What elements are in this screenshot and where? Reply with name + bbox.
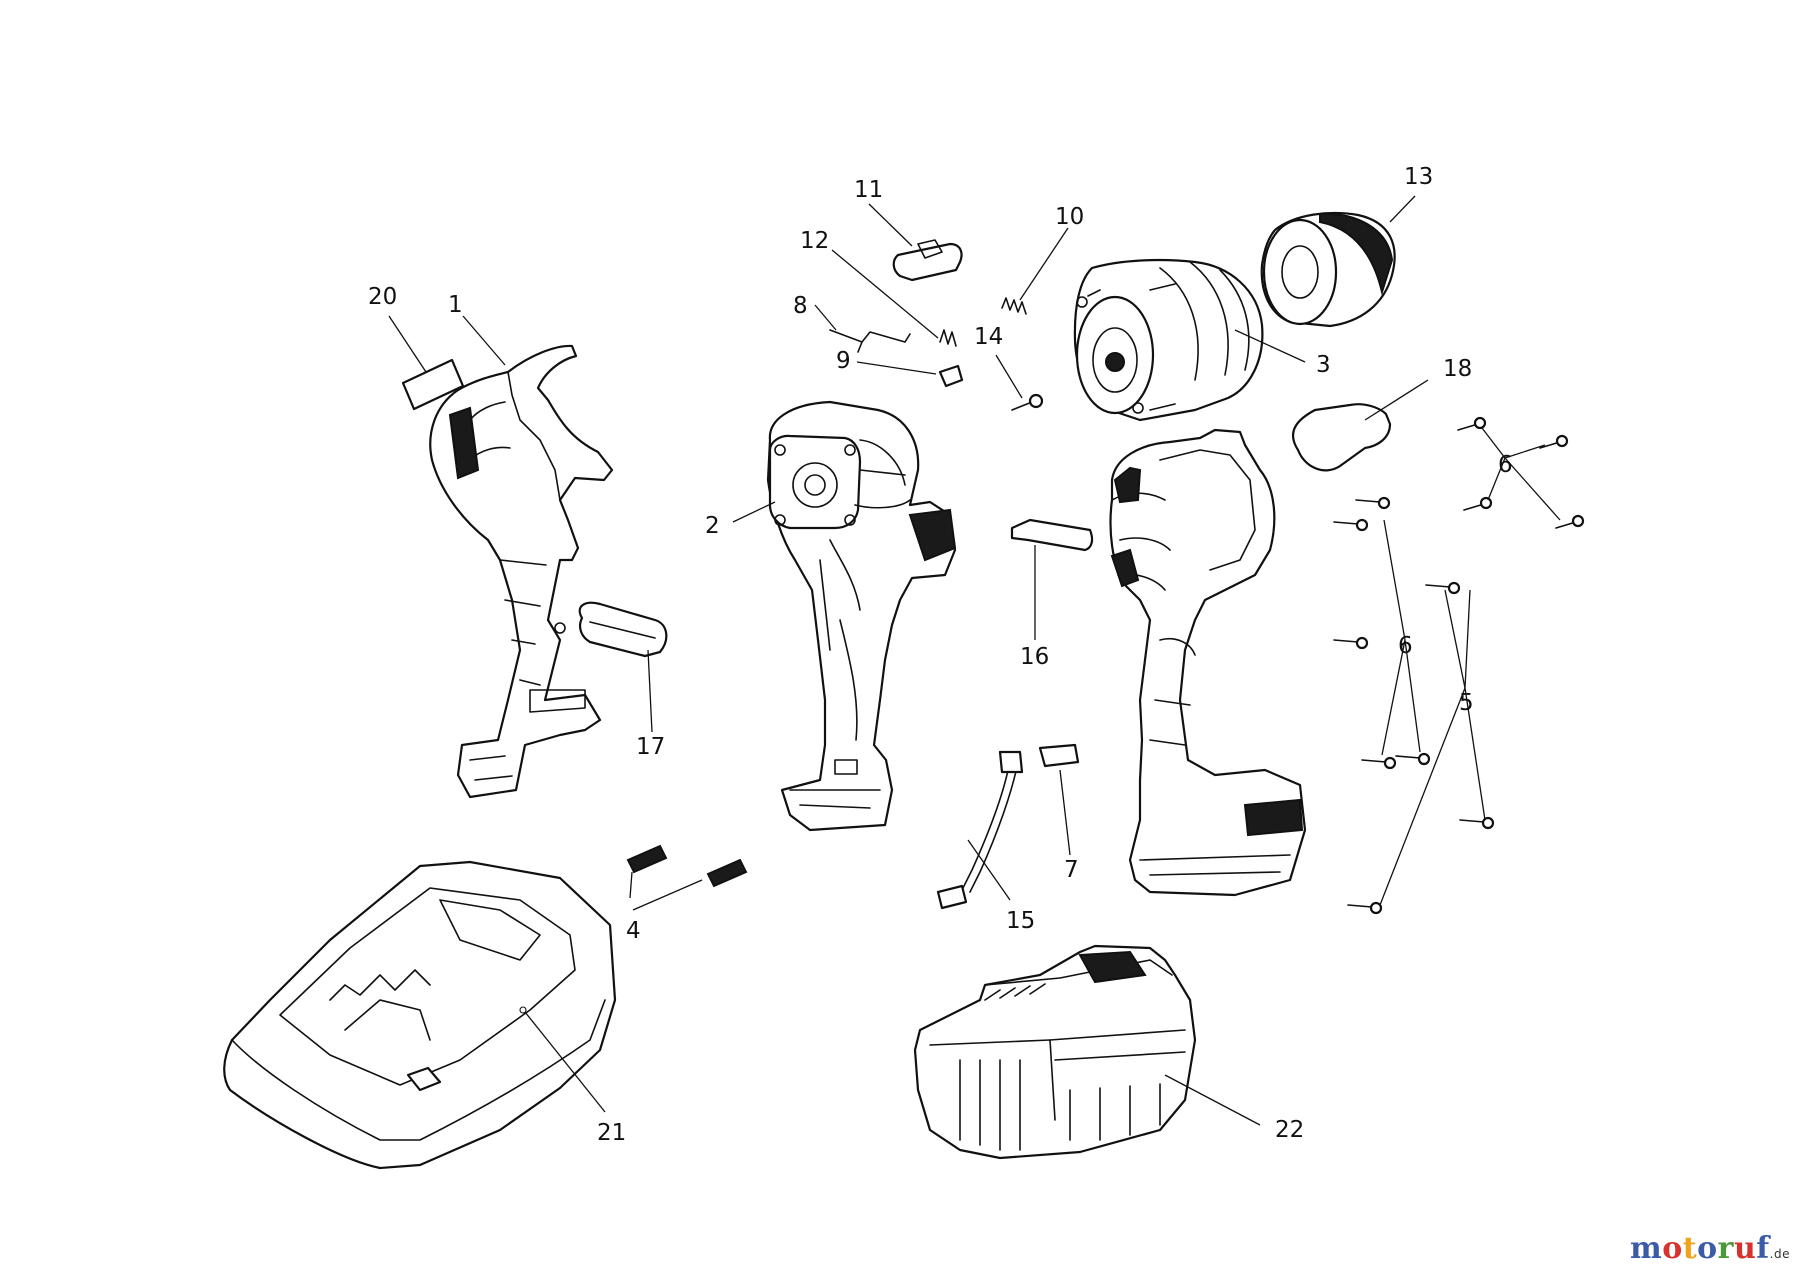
callout-14: 14	[974, 324, 1003, 350]
part-15-wire-harness	[936, 750, 1024, 910]
part-12-spring	[939, 329, 957, 347]
callout-6-upper: 6	[1498, 452, 1513, 478]
callout-22: 22	[1275, 1117, 1304, 1143]
watermark-letter: u	[1733, 1231, 1757, 1266]
motoruf-watermark-logo: motoruf.de	[1630, 1231, 1790, 1266]
part-housing-right	[1109, 428, 1307, 897]
callout-13: 13	[1404, 164, 1433, 190]
callout-18: 18	[1443, 356, 1472, 382]
part-18-label	[1291, 403, 1392, 472]
part-13-chuck	[1260, 211, 1396, 328]
watermark-letter: t	[1682, 1231, 1698, 1266]
callout-9: 9	[836, 348, 851, 374]
callout-11: 11	[854, 177, 883, 203]
part-4-pins	[626, 844, 748, 888]
part-2-motor-assembly	[766, 400, 957, 832]
leader-lines	[388, 195, 1561, 1126]
callout-20: 20	[368, 284, 397, 310]
part-8-wire-spring	[829, 329, 911, 353]
part-14-screw	[1011, 393, 1044, 411]
callout-5: 5	[1459, 690, 1474, 716]
watermark-letter: o	[1662, 1231, 1683, 1266]
part-16-contact	[1010, 518, 1094, 552]
part-21-charger	[223, 860, 617, 1170]
watermark-suffix: .de	[1769, 1247, 1790, 1261]
callout-2: 2	[705, 513, 720, 539]
callout-17: 17	[636, 734, 665, 760]
callout-labels: 1 2 3 4 5 6 6 7 8 9 10 11 12 13 14 15 16…	[368, 164, 1513, 1146]
part-17-switch-cover	[578, 601, 668, 658]
watermark-letter: f	[1756, 1231, 1770, 1266]
callout-10: 10	[1055, 204, 1084, 230]
screws-group	[1333, 416, 1585, 915]
part-3-gearbox	[1073, 258, 1264, 422]
callout-16: 16	[1020, 644, 1049, 670]
callout-3: 3	[1316, 352, 1331, 378]
part-10-spring	[1001, 297, 1027, 315]
part-1-housing-left	[429, 344, 614, 799]
callout-4: 4	[626, 918, 641, 944]
callout-8: 8	[793, 293, 808, 319]
callout-7: 7	[1064, 857, 1079, 883]
callout-1: 1	[448, 292, 463, 318]
callout-6-lower: 6	[1398, 633, 1413, 659]
callout-12: 12	[800, 228, 829, 254]
part-7-terminal	[1038, 743, 1080, 768]
callout-15: 15	[1006, 908, 1035, 934]
watermark-letter: o	[1697, 1231, 1718, 1266]
watermark-brand-text: motoruf	[1630, 1231, 1770, 1266]
part-11-direction-slider	[892, 239, 963, 282]
part-22-battery	[913, 944, 1197, 1160]
part-9-latch	[938, 364, 964, 388]
watermark-letter: m	[1630, 1231, 1663, 1266]
watermark-letter: r	[1717, 1231, 1734, 1266]
callout-21: 21	[597, 1120, 626, 1146]
